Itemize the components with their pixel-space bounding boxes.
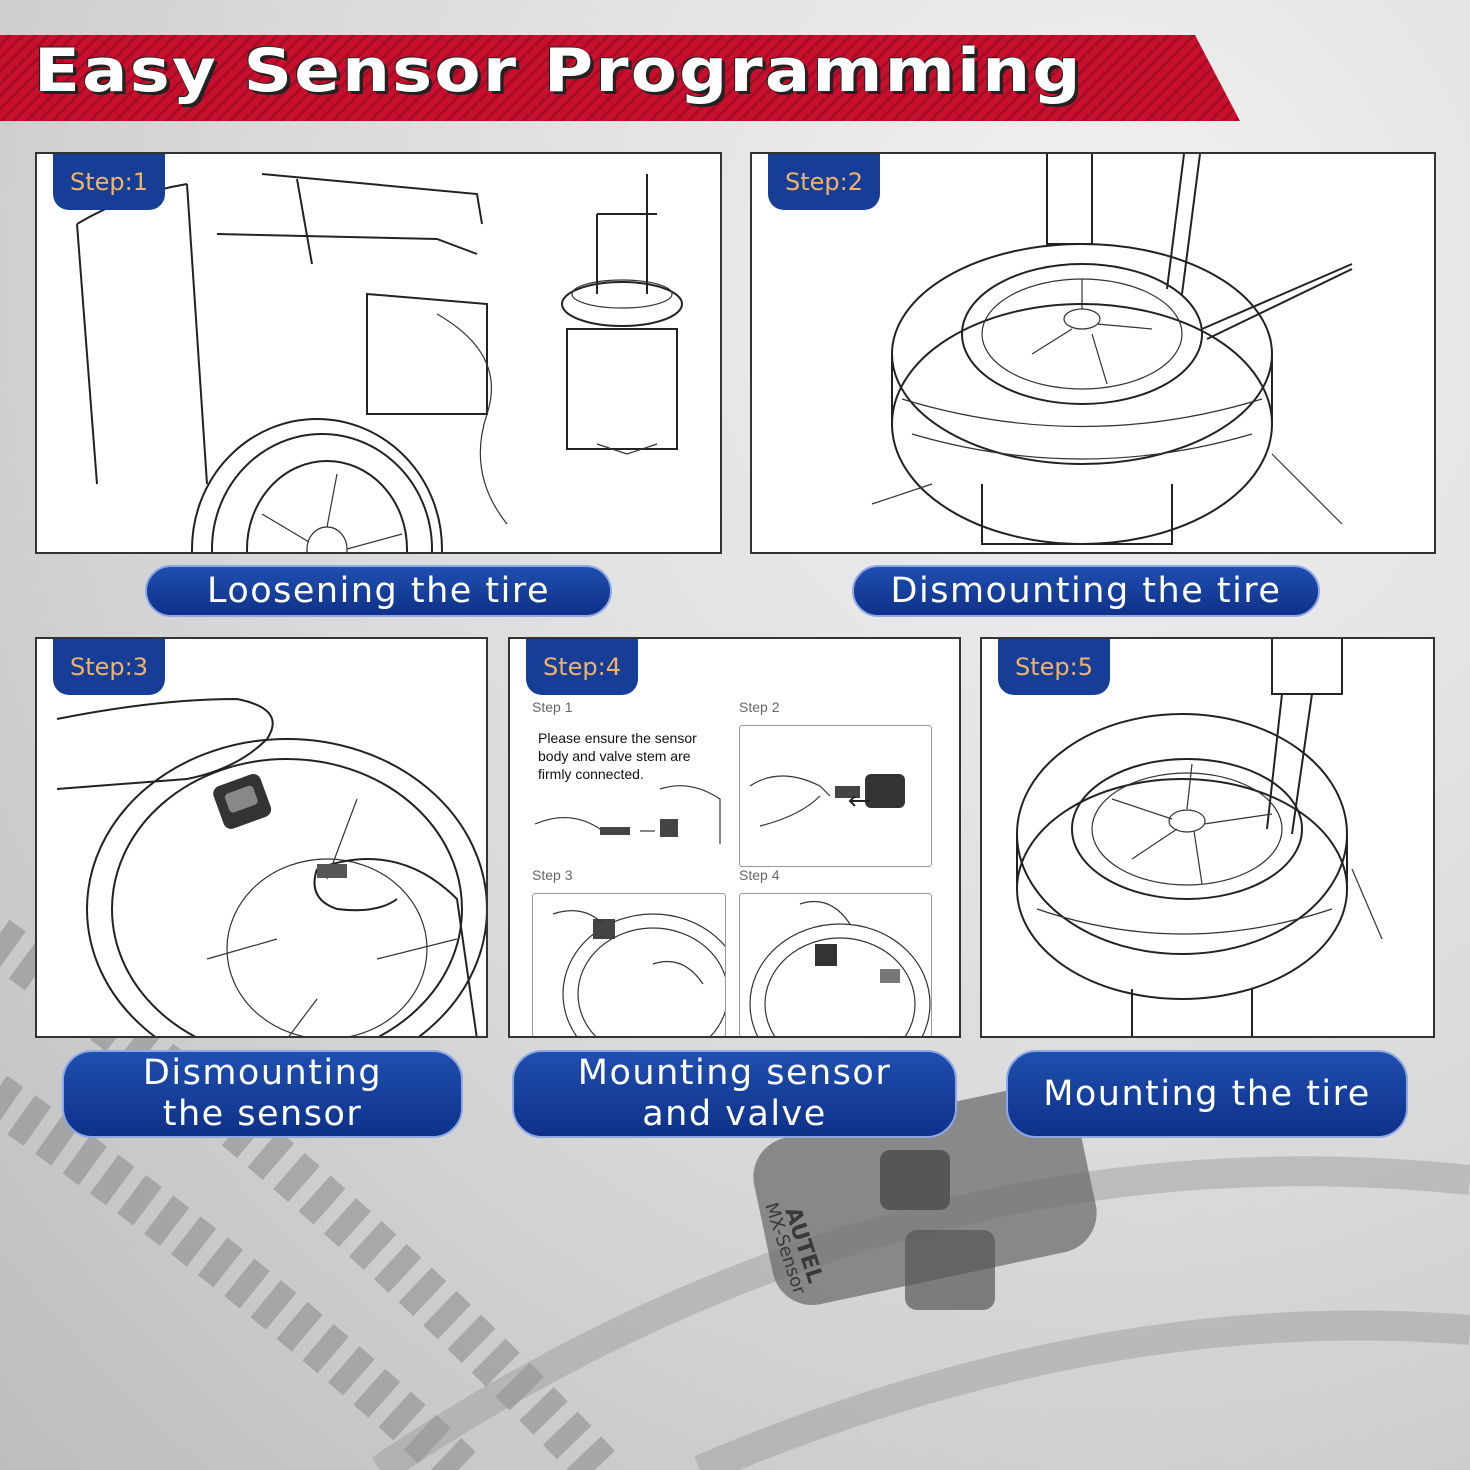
step-2-panel: Step:2 — [750, 152, 1436, 554]
step-4-badge: Step:4 — [526, 639, 638, 695]
note-line-1: Please ensure the sensor — [538, 730, 697, 746]
page-title: Easy Sensor Programming — [34, 36, 1083, 106]
step-5-caption: Mounting the tire — [1006, 1050, 1408, 1138]
substep-2-label: Step 2 — [739, 699, 780, 715]
substep-4-label: Step 4 — [739, 867, 780, 883]
substep-illustrations — [534, 785, 721, 844]
step-3-caption-line-1: Dismounting — [142, 1053, 383, 1093]
step-1-panel: Step:1 — [35, 152, 722, 554]
step-4-caption: Mounting sensor and valve — [512, 1050, 957, 1138]
note-line-2: body and valve stem are — [538, 748, 691, 764]
tire-changer-loosening-illustration — [76, 173, 683, 552]
tire-dismounting-illustration — [871, 154, 1353, 545]
step-3-panel: Step:3 — [35, 637, 488, 1038]
step-1-badge: Step:1 — [53, 154, 165, 210]
substep-4-image — [739, 893, 932, 1036]
step-2-badge: Step:2 — [768, 154, 880, 210]
step-3-caption: Dismounting the sensor — [62, 1050, 463, 1138]
note-line-3: firmly connected. — [538, 766, 644, 782]
step-1-caption: Loosening the tire — [145, 565, 612, 617]
sensor-removal-illustration — [56, 697, 486, 1036]
step-3-badge: Step:3 — [53, 639, 165, 695]
substep-2-image — [739, 725, 932, 867]
substep-1-label: Step 1 — [532, 699, 573, 715]
tire-mounting-illustration — [1016, 639, 1383, 1036]
step-3-caption-line-2: the sensor — [162, 1094, 363, 1134]
step-5-badge: Step:5 — [998, 639, 1110, 695]
step-4-caption-line-2: and valve — [642, 1094, 827, 1134]
step-4-panel: Step 1 Step 2 Please ensure the sensor b… — [508, 637, 961, 1038]
step-2-caption: Dismounting the tire — [852, 565, 1320, 617]
substep-1-note: Please ensure the sensor body and valve … — [538, 729, 728, 783]
substep-3-image — [532, 893, 744, 1036]
step-4-caption-line-1: Mounting sensor — [577, 1053, 892, 1093]
step-5-panel: Step:5 — [980, 637, 1435, 1038]
substep-3-label: Step 3 — [532, 867, 573, 883]
title-banner — [0, 35, 1240, 121]
